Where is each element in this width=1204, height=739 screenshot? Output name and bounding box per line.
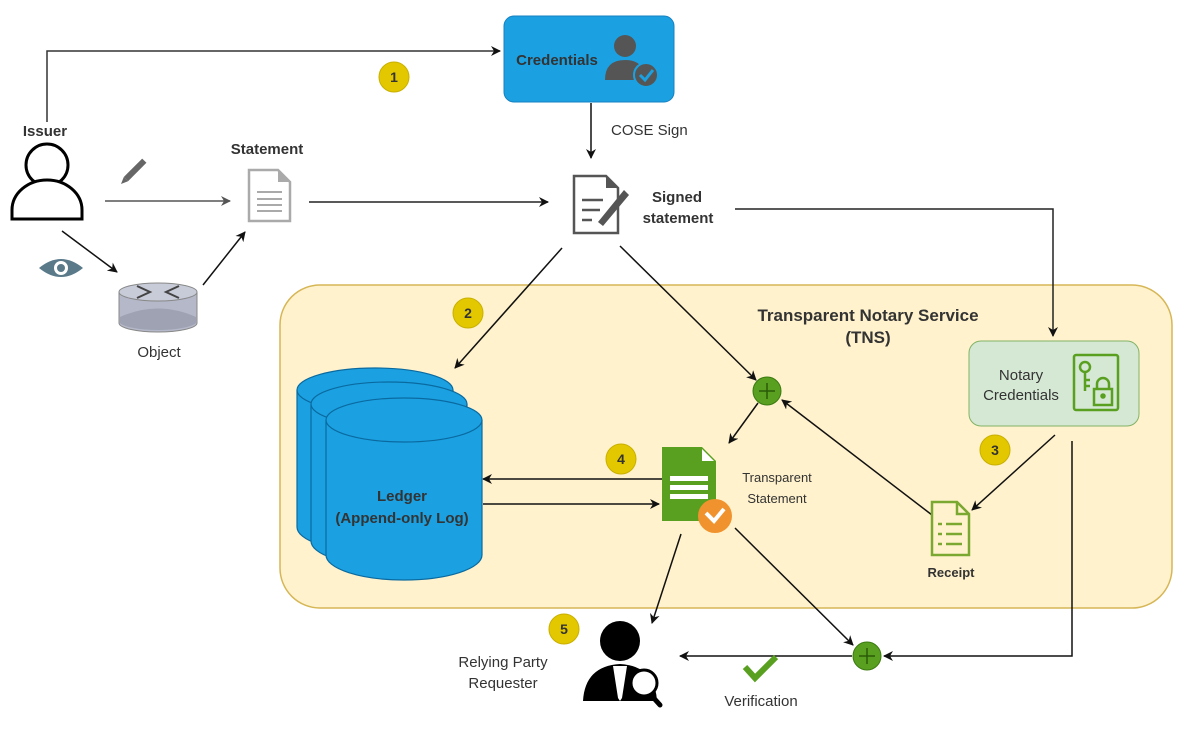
ledger-label-1: Ledger bbox=[377, 488, 427, 505]
issuer-node[interactable]: Issuer bbox=[10, 123, 84, 221]
check-icon bbox=[742, 654, 779, 683]
edge-signed-notary bbox=[735, 208, 1058, 337]
edges bbox=[46, 46, 1073, 661]
user-check-icon bbox=[605, 35, 659, 88]
edge-transparent-relying bbox=[650, 533, 682, 624]
statement-node[interactable]: Statement bbox=[231, 141, 304, 223]
step-badge-4: 4 bbox=[605, 443, 637, 475]
cose-sign-label: COSE Sign bbox=[611, 122, 688, 139]
object-label: Object bbox=[137, 344, 181, 361]
person-outline-icon bbox=[10, 142, 84, 221]
svg-text:2: 2 bbox=[464, 305, 472, 321]
step-badge-3: 3 bbox=[979, 434, 1011, 466]
edge-object-statement bbox=[202, 231, 246, 286]
step-badge-1: 1 bbox=[378, 61, 410, 93]
eye-icon bbox=[39, 259, 83, 277]
database-stack-icon bbox=[296, 367, 483, 581]
signed-statement-label-1: Signed bbox=[652, 189, 702, 206]
merge-plus-icon-bottom bbox=[852, 641, 882, 671]
verification-label-group: Verification bbox=[724, 654, 798, 710]
svg-text:3: 3 bbox=[991, 442, 999, 458]
receipt-node[interactable]: Receipt bbox=[928, 500, 976, 580]
relying-party-label-2: Requester bbox=[468, 675, 537, 692]
relying-party-label-1: Relying Party bbox=[458, 654, 548, 671]
person-search-icon bbox=[583, 621, 663, 708]
svg-text:5: 5 bbox=[560, 621, 568, 637]
issuer-label: Issuer bbox=[23, 123, 67, 140]
key-lock-icon bbox=[1072, 353, 1120, 412]
object-node[interactable]: Object bbox=[118, 282, 198, 361]
verification-label: Verification bbox=[724, 693, 797, 710]
relying-party-node[interactable]: Relying Party Requester bbox=[458, 621, 663, 708]
receipt-icon bbox=[930, 500, 971, 557]
document-icon bbox=[247, 168, 292, 223]
step-badge-2: 2 bbox=[452, 297, 484, 329]
credentials-node[interactable]: Credentials bbox=[503, 15, 675, 103]
step-badge-5: 5 bbox=[548, 613, 580, 645]
ledger-node[interactable]: Ledger (Append-only Log) bbox=[296, 367, 483, 581]
ledger-label-2: (Append-only Log) bbox=[335, 510, 468, 527]
edge-issuer-object bbox=[61, 230, 118, 273]
signed-statement-label-2: statement bbox=[643, 210, 714, 227]
tns-title: Transparent Notary Service bbox=[757, 306, 978, 325]
svg-text:4: 4 bbox=[617, 451, 625, 467]
signed-document-icon bbox=[572, 174, 629, 235]
merge-plus-icon-top bbox=[752, 376, 782, 406]
pencil-icon bbox=[120, 158, 147, 185]
transparent-statement-label-2: Statement bbox=[747, 491, 807, 506]
edge-plus-transparent bbox=[728, 402, 759, 444]
statement-label: Statement bbox=[231, 141, 304, 158]
notary-credentials-node[interactable]: Notary Credentials bbox=[968, 340, 1140, 427]
transparent-statement-label-1: Transparent bbox=[742, 470, 812, 485]
receipt-label: Receipt bbox=[928, 565, 976, 580]
notary-label-1: Notary bbox=[999, 367, 1044, 384]
edge-receipt-plus bbox=[781, 399, 933, 516]
edge-notary-receipt bbox=[971, 434, 1056, 511]
edge-transparent-plus2 bbox=[734, 527, 854, 646]
tns-container bbox=[279, 284, 1173, 609]
signed-statement-node[interactable]: Signed statement bbox=[572, 174, 714, 235]
router-icon bbox=[118, 282, 198, 333]
edge-signed-ledger bbox=[454, 247, 563, 369]
svg-text:1: 1 bbox=[390, 69, 398, 85]
edge-issuer-credentials bbox=[46, 46, 501, 122]
credentials-label: Credentials bbox=[516, 52, 598, 69]
edge-notary-plus2 bbox=[883, 441, 1073, 661]
transparent-statement-node[interactable]: Transparent Statement bbox=[662, 447, 812, 533]
edge-signed-plus bbox=[619, 245, 757, 381]
notary-label-2: Credentials bbox=[983, 387, 1059, 404]
green-document-check-icon bbox=[662, 447, 732, 533]
tns-subtitle: (TNS) bbox=[845, 328, 890, 347]
